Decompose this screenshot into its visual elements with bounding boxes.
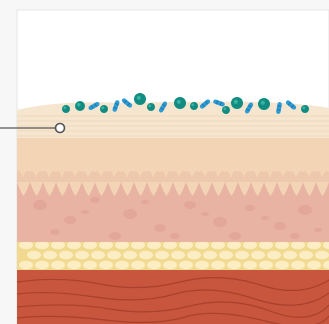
fat-layer (17, 240, 329, 270)
coccus-bacteria-icon (62, 105, 70, 113)
pointer-circle-icon[interactable] (56, 124, 65, 133)
coccus-bacteria-icon (301, 105, 309, 113)
muscle-layer (17, 270, 329, 324)
coccus-bacteria-icon (147, 103, 155, 111)
coccus-bacteria-icon (222, 106, 230, 114)
coccus-bacteria-icon (100, 105, 108, 113)
coccus-bacteria-icon (190, 102, 198, 110)
